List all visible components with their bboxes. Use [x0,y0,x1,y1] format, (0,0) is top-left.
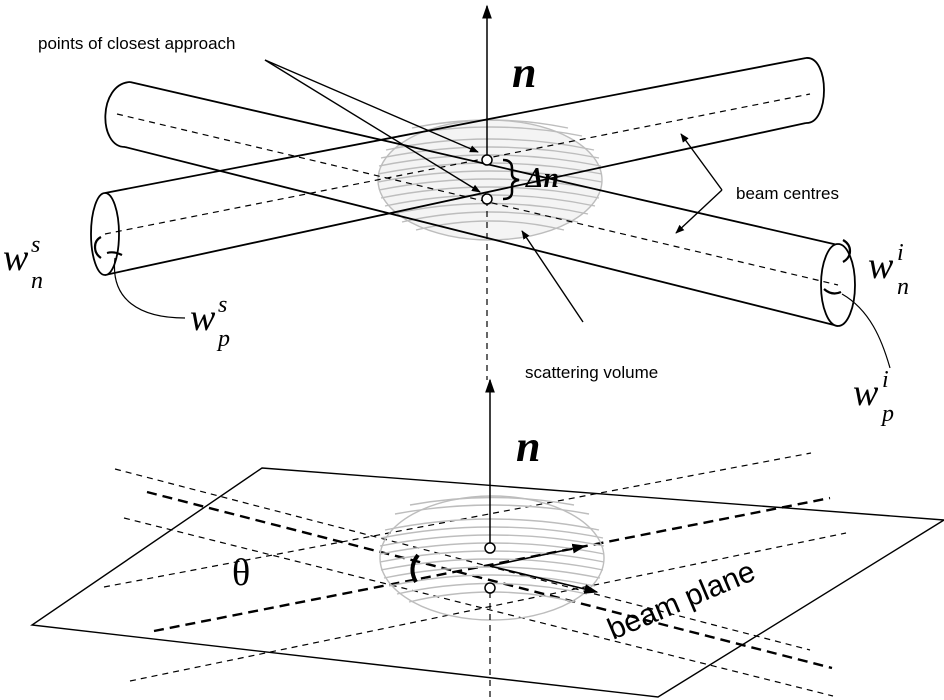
svg-text:p: p [216,326,230,352]
label-normal-top: n [512,48,536,97]
svg-text:w: w [190,297,216,339]
beam-centres-arrows [675,133,723,234]
label-beam-plane: beam plane [603,555,760,647]
closest-point-bottom-upper [484,542,496,554]
closest-point-upper [481,154,493,166]
scattering-volume-arrow [521,230,584,323]
label-w-n-s: w s n [3,232,43,294]
scattering-volume-ellipsoid-bottom [379,495,605,621]
label-delta-n: Δn [525,163,559,194]
beam-cylinder-incident [104,81,856,327]
svg-text:s: s [31,232,40,258]
beam-direction-arrows [489,543,599,594]
svg-text:i: i [897,240,904,266]
svg-text:n: n [31,268,43,294]
label-scattering-volume: scattering volume [525,363,658,382]
label-w-p-s: w s p [190,292,230,352]
label-w-p-i: w i p [853,367,894,427]
delta-n-brace [502,158,520,201]
closest-point-lower [481,193,493,205]
svg-text:p: p [880,401,894,427]
label-beam-centres: beam centres [736,184,839,203]
beam-plane [30,467,944,698]
svg-text:w: w [853,372,879,414]
svg-text:i: i [882,367,889,393]
label-w-n-i: w i n [868,240,909,300]
scattering-volume-ellipsoid-top [377,119,603,241]
closest-point-bottom-lower [484,582,496,594]
label-theta: θ [232,552,250,594]
width-leader-lines [113,257,891,369]
label-normal-bottom: n [516,422,540,471]
svg-text:n: n [897,274,909,300]
closest-approach-arrows [264,59,481,193]
label-points-of-closest-approach: points of closest approach [38,34,236,53]
svg-text:w: w [868,245,894,287]
theta-arc [410,553,420,583]
width-brackets [93,236,852,295]
svg-text:s: s [218,292,227,318]
bottom-beam-lines [103,452,847,697]
svg-text:w: w [3,237,29,279]
